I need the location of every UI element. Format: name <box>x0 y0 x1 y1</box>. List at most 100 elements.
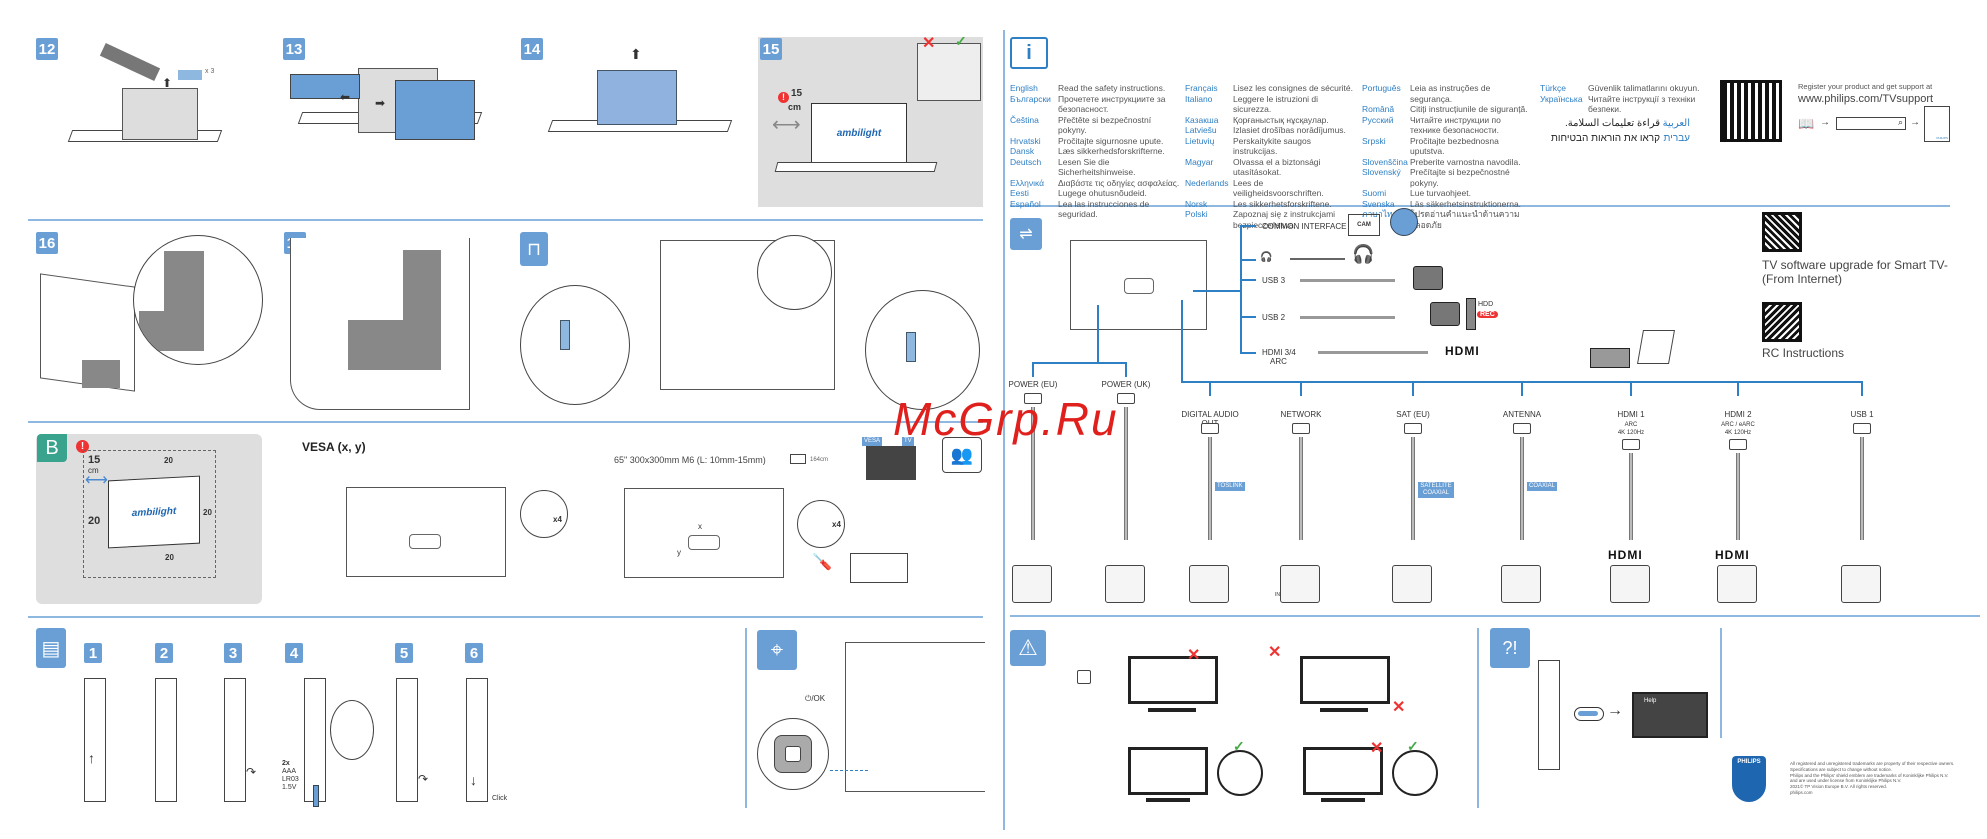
language-name: Hrvatski <box>1010 135 1041 146</box>
support-qr-code <box>1720 80 1782 142</box>
hdd-label: HDD <box>1478 301 1494 308</box>
language-name: Nederlands <box>1185 177 1229 188</box>
tv-illustration <box>1128 656 1218 704</box>
port-icon <box>1513 423 1531 434</box>
language-text: Olvassa el a biztonsági utasításokat. <box>1233 156 1321 178</box>
search-box[interactable]: ⌕ <box>1836 117 1906 130</box>
divider <box>1720 628 1722 738</box>
divider <box>28 616 983 618</box>
arrow-right-icon: → <box>1607 702 1623 719</box>
port-spec: 4K 120Hz <box>1617 430 1645 436</box>
double-arrow-icon: ⟷ <box>85 472 108 489</box>
help-screen-title: Help <box>1644 698 1657 704</box>
language-name: Español <box>1010 198 1041 209</box>
arrow-up-icon: ⬆ <box>630 46 642 62</box>
cable-type-tag: SATELLITE COAXIAL <box>1418 482 1454 498</box>
language-name: العربية <box>1662 117 1690 129</box>
battery-model: LR03 <box>282 776 299 783</box>
rc-instructions-label[interactable]: RC Instructions <box>1762 346 1845 360</box>
language-name: Eesti <box>1010 188 1029 198</box>
cleaning-circle <box>1392 750 1438 796</box>
hdmi-logo: HDMI <box>1715 548 1750 562</box>
cleaning-circle <box>1217 750 1263 796</box>
manual-document: PHILIPS <box>1924 106 1950 142</box>
vesa-spec: 65" 300x300mm M6 (L: 10mm-15mm) <box>614 455 766 465</box>
cable <box>1860 437 1864 540</box>
warning-icon: ! <box>778 92 789 103</box>
placement-inset <box>917 43 981 101</box>
remote-illustration <box>155 678 177 802</box>
mount-bracket-illustration <box>866 446 916 480</box>
qr-code-rc[interactable] <box>1762 302 1802 342</box>
slot-zoom-circle <box>1390 208 1418 236</box>
language-text: โปรดอ่านคำแนะนำด้านความปลอดภัย <box>1410 209 1520 230</box>
side-distance: 15 <box>88 454 101 466</box>
usb-cable <box>1300 316 1395 319</box>
language-text: Lue turvaohjeet. <box>1410 188 1471 198</box>
zoom-circle-left <box>520 285 630 405</box>
tv-back-illustration <box>346 487 506 577</box>
watermark: McGrp.Ru <box>893 393 1119 445</box>
connector-line <box>1521 381 1523 396</box>
language-name: Svenska <box>1362 198 1395 209</box>
correct-icon: ✓ <box>1407 738 1419 754</box>
language-text: Prečítajte si bezpečnostné pokyny. <box>1410 167 1510 188</box>
language-name: עברית <box>1663 132 1690 144</box>
tv-back-with-dimensions <box>624 488 784 578</box>
screw-zoom-circle <box>797 500 845 548</box>
hdmi34-sub: ARC <box>1270 357 1287 366</box>
arrow-right-icon: ➡ <box>375 96 386 110</box>
port-label: POWER (UK) <box>1101 380 1151 389</box>
software-upgrade-label[interactable]: TV software upgrade for Smart TV-(From I… <box>1762 258 1948 286</box>
cable-clip <box>906 332 916 362</box>
cable-clip-icon: ⊓ <box>520 232 548 266</box>
rec-badge: REC <box>1477 311 1498 318</box>
qr-code-software[interactable] <box>1762 212 1802 252</box>
device-illustration <box>1610 565 1650 603</box>
hdmi-cable <box>1318 351 1428 354</box>
zoom-circle <box>133 235 263 365</box>
register-text: Register your product and get support at <box>1798 82 1933 91</box>
tape-strip <box>178 70 202 80</box>
legal-line: All registered and unregistered trademar… <box>1790 761 1955 766</box>
table-illustration <box>774 162 938 172</box>
arrow-right-icon: → <box>1910 117 1920 128</box>
screw-count: x4 <box>832 520 841 529</box>
connector-line <box>1125 362 1127 377</box>
joystick-zoom-circle <box>757 718 829 790</box>
language-text: Lees de veiligheidsvoorschriften. <box>1233 177 1324 199</box>
language-name: Deutsch <box>1010 156 1042 167</box>
cover-plate <box>82 360 120 388</box>
support-url[interactable]: www.philips.com/TVsupport <box>1798 93 1934 105</box>
connector-line <box>1737 381 1739 396</box>
device-illustration <box>1012 565 1052 603</box>
cam-module: CAM <box>1348 214 1380 236</box>
arrow-close-icon: ↷ <box>418 772 429 786</box>
arrow-left-icon: ⬅ <box>340 90 351 104</box>
correct-icon: ✓ <box>1233 738 1245 754</box>
tv-back-illustration <box>1070 240 1207 330</box>
language-name: Magyar <box>1185 156 1214 167</box>
port-icon <box>1201 423 1219 434</box>
tv-stand <box>1320 708 1368 712</box>
language-name: Norsk <box>1185 198 1208 209</box>
connector-line <box>1209 381 1211 396</box>
remote-icon: ▤ <box>36 628 66 668</box>
vesa-mount-pattern <box>409 534 441 549</box>
cable <box>1520 437 1524 540</box>
language-text: Läs säkerhetsinstruktionerna. <box>1410 198 1522 209</box>
language-name: Srpski <box>1362 135 1386 146</box>
bottom-clearance: 20 <box>165 553 174 562</box>
screen-diagonal-icon <box>790 454 806 464</box>
